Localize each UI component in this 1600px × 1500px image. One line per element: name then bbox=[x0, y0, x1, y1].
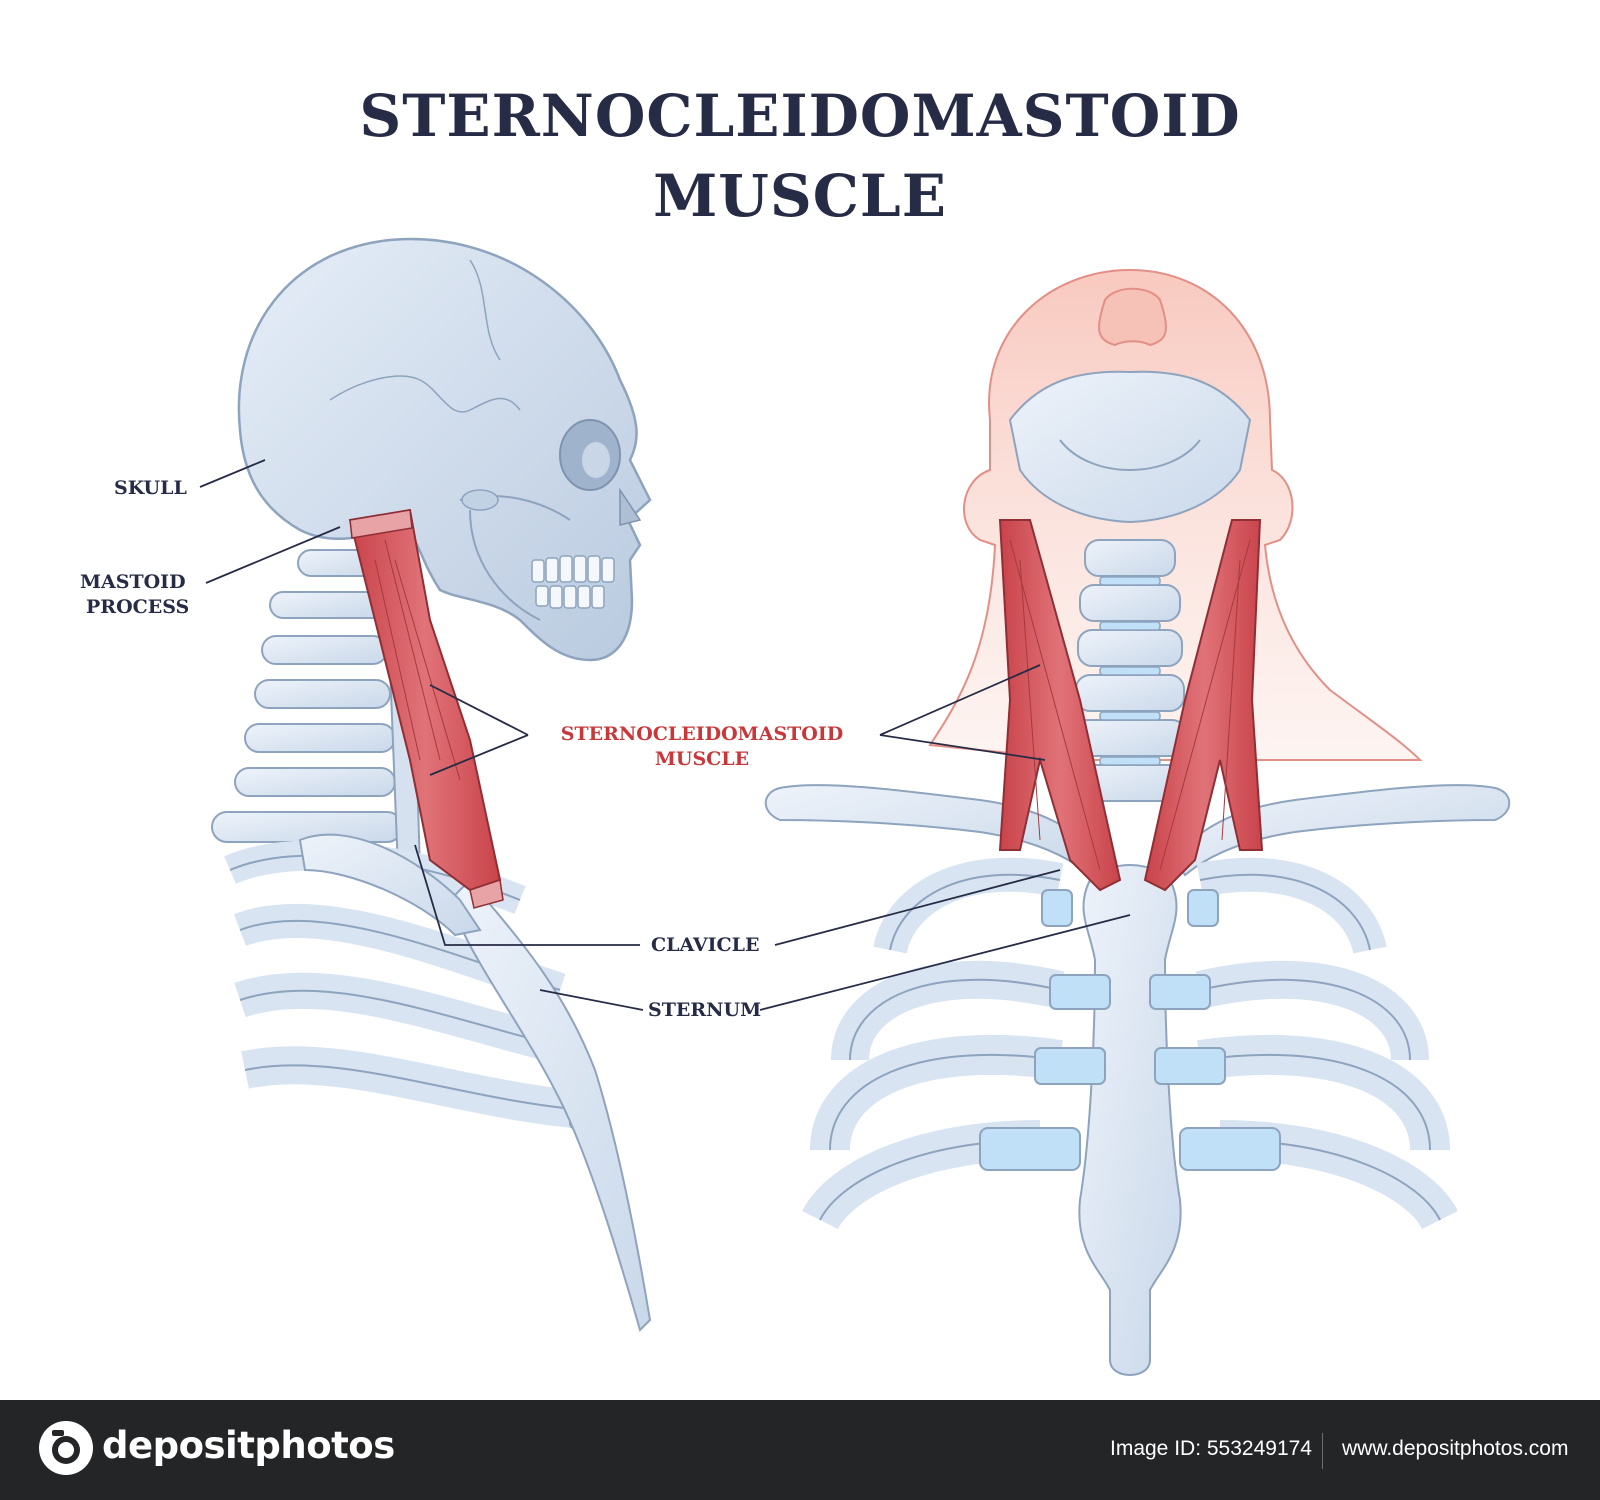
camera-logo-icon bbox=[39, 1421, 93, 1475]
label-skull: SKULL bbox=[114, 477, 187, 499]
footer-brand: depositphotos bbox=[102, 1424, 395, 1467]
label-scm-line-1: STERNOCLEIDOMASTOID bbox=[560, 723, 844, 745]
label-mastoid-line-2: PROCESS bbox=[86, 596, 190, 618]
label-scm-muscle: STERNOCLEIDOMASTOID MUSCLE bbox=[532, 722, 872, 772]
lateral-view bbox=[211, 237, 652, 1332]
footer-bar bbox=[0, 1400, 1600, 1500]
label-sternum: STERNUM bbox=[648, 999, 762, 1021]
lateral-sternum bbox=[448, 878, 652, 1332]
anterior-view bbox=[764, 268, 1511, 1376]
mandible bbox=[1008, 370, 1252, 524]
lateral-scm-muscle bbox=[348, 508, 504, 909]
label-clavicle: CLAVICLE bbox=[651, 934, 760, 956]
anterior-scm-muscles bbox=[998, 519, 1264, 892]
footer-url: www.depositphotos.com bbox=[1342, 1437, 1569, 1460]
footer-separator bbox=[1322, 1433, 1323, 1469]
footer-image-id: Image ID: 553249174 bbox=[1110, 1437, 1312, 1460]
anterior-costal-cartilage bbox=[979, 889, 1281, 1171]
title-line-1: STERNOCLEIDOMASTOID bbox=[359, 82, 1241, 150]
label-mastoid-line-1: MASTOID bbox=[80, 571, 186, 593]
anterior-sternum bbox=[1078, 864, 1182, 1376]
leader-lines bbox=[199, 459, 1131, 1011]
title-line-2: MUSCLE bbox=[653, 162, 947, 230]
teeth bbox=[531, 555, 615, 609]
label-scm-line-2: MUSCLE bbox=[654, 748, 750, 770]
label-mastoid-process: MASTOID PROCESS bbox=[80, 570, 189, 620]
anatomy-illustration bbox=[199, 237, 1511, 1376]
